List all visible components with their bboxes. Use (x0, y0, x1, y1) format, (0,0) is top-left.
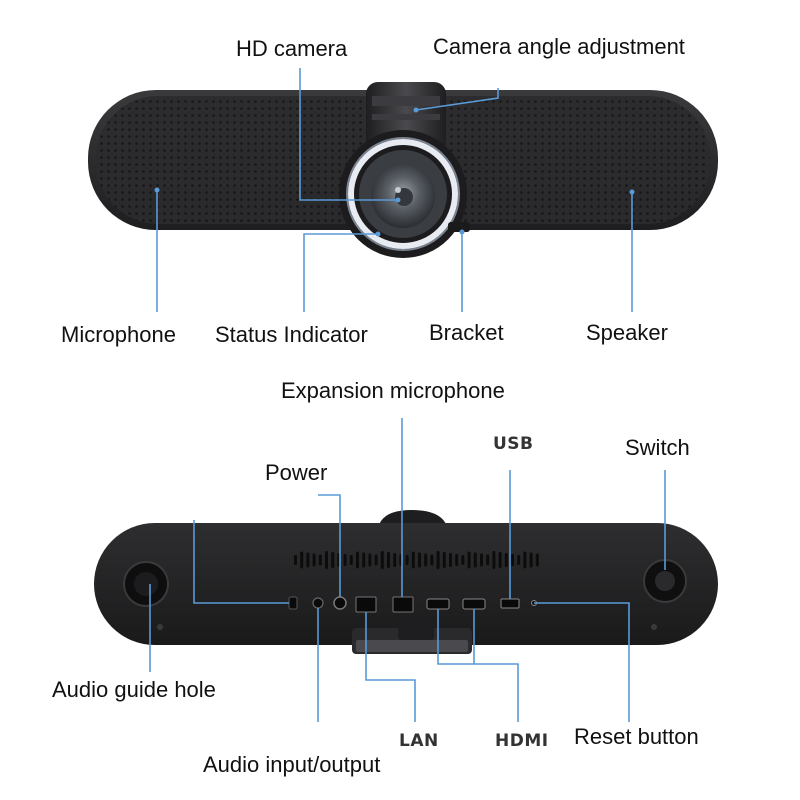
vent-slot (517, 555, 521, 565)
label-reset-button: Reset button (574, 724, 699, 749)
vent-slot (356, 551, 359, 569)
audio-io-port (312, 597, 324, 609)
front-device (88, 82, 718, 258)
audio-guide-hole-inner (134, 572, 158, 596)
vent-slot (300, 551, 304, 569)
status-indicator-glow (346, 137, 460, 251)
label-audio-guide-hole: Audio guide hole (52, 677, 216, 702)
vent-slot (486, 554, 490, 566)
screw (651, 624, 657, 630)
vent-slot (442, 552, 446, 568)
power-port (288, 596, 298, 610)
vent-slot (480, 553, 483, 567)
vent-slot (411, 551, 415, 569)
vent-slot (473, 552, 477, 568)
usb-port (500, 598, 520, 609)
leader-status-indicator (303, 233, 378, 312)
label-status-indicator: Status Indicator (215, 322, 368, 347)
leader-dot-status-indicator (375, 231, 381, 237)
label-hd-camera: HD camera (236, 36, 348, 61)
power-jack (333, 596, 347, 610)
vent-slot (424, 553, 428, 567)
rear-vent (294, 551, 539, 569)
leader-lan (365, 612, 416, 722)
vent-slot (380, 551, 384, 569)
label-camera-angle-adjustment: Camera angle adjustment (433, 34, 685, 59)
label-expansion-microphone: Expansion microphone (281, 378, 505, 403)
vent-slot (312, 553, 316, 567)
hdmi-port-1 (426, 598, 450, 610)
vent-slot (368, 553, 372, 567)
label-hdmi: HDMI (495, 731, 549, 751)
camera-barrel-ridge (372, 114, 440, 120)
vent-slot (374, 554, 378, 566)
label-audio-input-output: Audio input/output (203, 752, 381, 777)
vent-slot (449, 553, 452, 567)
lens-highlight (395, 187, 401, 193)
leader-power-top (318, 494, 341, 597)
vent-slot (455, 554, 459, 566)
vent-slot (349, 555, 353, 565)
leader-camera-angle (415, 88, 499, 111)
vent-slot (306, 552, 310, 568)
leader-dot-speaker (629, 189, 635, 195)
camera-barrel-ridge (372, 96, 440, 106)
leader-power (193, 520, 289, 604)
label-usb: USB (493, 434, 534, 454)
switch-knob-cap (655, 571, 675, 591)
expansion-mic-port (392, 596, 414, 613)
vent-slot (343, 554, 347, 566)
leader-dot-bracket (459, 229, 465, 235)
vent-slot (294, 555, 297, 565)
bracket (448, 222, 470, 232)
vent-slot (331, 552, 335, 568)
label-power: Power (265, 460, 328, 485)
vent-slot (461, 555, 465, 565)
vent-slot (325, 551, 328, 569)
label-speaker: Speaker (586, 320, 668, 345)
vent-slot (511, 554, 514, 566)
vent-slot (535, 553, 539, 567)
vent-slot (523, 551, 527, 569)
leader-dot-camera-angle (413, 107, 419, 113)
hdmi-port-2 (462, 598, 486, 610)
rear-device-body (94, 523, 718, 645)
vent-slot (467, 551, 471, 569)
vent-slot (430, 554, 434, 566)
vent-slot (362, 552, 366, 568)
leader-hd-camera (299, 68, 398, 201)
screw (157, 624, 163, 630)
vent-slot (529, 552, 533, 568)
rear-leader-lines (149, 418, 666, 722)
vent-slot (405, 555, 409, 565)
vent-slot (418, 552, 421, 568)
vent-slot (387, 552, 390, 568)
rear-device (94, 510, 718, 654)
leader-dot-hd-camera (395, 197, 401, 203)
lan-port (355, 596, 377, 613)
label-switch: Switch (625, 435, 690, 460)
vent-slot (492, 551, 496, 569)
label-microphone: Microphone (61, 322, 176, 347)
leader-dot-microphone (154, 187, 160, 193)
leader-reset (534, 602, 630, 722)
leader-hdmi (437, 609, 519, 722)
rear-bracket-hinge (398, 620, 434, 640)
label-lan: LAN (399, 731, 439, 751)
vent-slot (504, 553, 508, 567)
status-indicator-ring (348, 139, 458, 249)
vent-slot (393, 553, 397, 567)
vent-slot (318, 554, 322, 566)
front-leader-lines (154, 68, 635, 312)
rear-bracket-base (356, 640, 468, 652)
label-bracket: Bracket (429, 320, 504, 345)
vent-slot (498, 552, 502, 568)
vent-slot (436, 551, 440, 569)
